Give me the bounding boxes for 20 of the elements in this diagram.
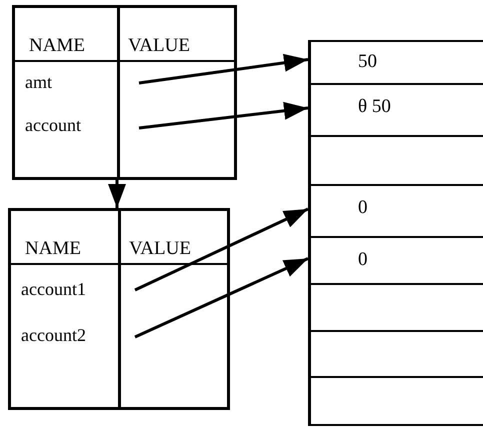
arrow (138, 54, 308, 84)
cell-value: 0 (358, 198, 368, 217)
arrow (134, 257, 309, 338)
cell-value: θ 50 (358, 97, 391, 116)
arrow (108, 180, 126, 208)
variable-name: account2 (21, 326, 86, 344)
column-header: VALUE (129, 239, 191, 258)
frame-table (12, 5, 237, 180)
arrow (134, 208, 309, 292)
arrow (138, 102, 308, 130)
cell-value: 50 (358, 52, 377, 71)
column-header: VALUE (128, 36, 190, 55)
variable-name: account1 (21, 280, 86, 298)
frame-table (8, 208, 230, 410)
cell-value: 0 (358, 250, 368, 269)
variable-name: account (25, 116, 81, 134)
column-header: NAME (25, 239, 81, 258)
column-header: NAME (29, 36, 85, 55)
memory-column (308, 40, 483, 426)
variable-name: amt (25, 73, 52, 91)
